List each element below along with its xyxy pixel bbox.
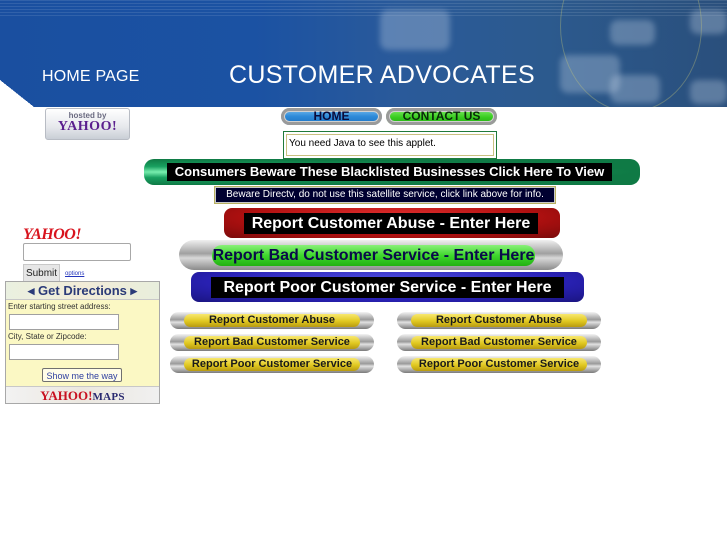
- street-address-input[interactable]: [9, 314, 119, 330]
- button-label: Report Bad Customer Service: [184, 336, 360, 349]
- blacklist-label: Consumers Beware These Blacklisted Busin…: [167, 163, 612, 181]
- city-state-zip-label: City, State or Zipcode:: [8, 332, 87, 341]
- blacklisted-businesses-banner[interactable]: Consumers Beware These Blacklisted Busin…: [144, 159, 640, 185]
- report-poor-customer-service-button-left[interactable]: Report Poor Customer Service: [170, 356, 374, 373]
- street-address-label: Enter starting street address:: [8, 302, 111, 311]
- directv-warning-notice: Beware Directv, do not use this satellit…: [214, 186, 556, 204]
- yahoo-search-input[interactable]: [23, 243, 131, 261]
- yahoo-logo: YAHOO!: [57, 119, 118, 134]
- show-me-the-way-button[interactable]: Show me the way: [42, 368, 122, 382]
- hosted-by-yahoo-badge[interactable]: hosted by YAHOO!: [45, 108, 130, 140]
- button-label: Report Poor Customer Service - Enter Her…: [211, 277, 564, 298]
- report-customer-abuse-button-left[interactable]: Report Customer Abuse: [170, 312, 374, 329]
- yahoo-maps-product: MAPS: [92, 391, 125, 403]
- button-label: Report Poor Customer Service: [411, 358, 587, 371]
- report-bad-customer-service-button-left[interactable]: Report Bad Customer Service: [170, 334, 374, 351]
- get-directions-title: ◂ Get Directions ▸: [6, 282, 159, 300]
- button-label: Report Customer Abuse: [184, 314, 360, 327]
- button-label: Report Poor Customer Service: [184, 358, 360, 371]
- yahoo-search-options-link[interactable]: options: [65, 271, 85, 277]
- header-banner: HOME PAGE CUSTOMER ADVOCATES: [0, 0, 727, 107]
- yahoo-search-logo: YAHOO!: [23, 226, 82, 243]
- report-customer-abuse-big-button[interactable]: Report Customer Abuse - Enter Here: [224, 208, 560, 238]
- applet-message: You need Java to see this applet.: [286, 134, 494, 156]
- yahoo-maps-brand: YAHOO!: [40, 388, 93, 403]
- report-poor-customer-service-big-button[interactable]: Report Poor Customer Service - Enter Her…: [191, 272, 584, 302]
- home-page-link[interactable]: HOME PAGE: [42, 68, 140, 85]
- yahoo-maps-logo[interactable]: YAHOO!MAPS: [6, 386, 159, 403]
- site-title: CUSTOMER ADVOCATES: [229, 61, 535, 89]
- report-bad-customer-service-button-right[interactable]: Report Bad Customer Service: [397, 334, 601, 351]
- report-poor-customer-service-button-right[interactable]: Report Poor Customer Service: [397, 356, 601, 373]
- button-label: Report Bad Customer Service: [411, 336, 587, 349]
- report-customer-abuse-button-right[interactable]: Report Customer Abuse: [397, 312, 601, 329]
- banner-stripes: [0, 0, 727, 18]
- get-directions-widget: ◂ Get Directions ▸ Enter starting street…: [5, 281, 160, 404]
- report-bad-customer-service-big-button[interactable]: Report Bad Customer Service - Enter Here: [179, 240, 563, 270]
- banner-decoration: [380, 10, 450, 50]
- button-label: Report Customer Abuse - Enter Here: [244, 213, 538, 234]
- yahoo-search-submit-button[interactable]: Submit: [23, 264, 60, 282]
- contact-us-button[interactable]: CONTACT US: [386, 108, 497, 125]
- city-state-zip-input[interactable]: [9, 344, 119, 360]
- banner-decoration: [690, 80, 727, 104]
- button-label: Report Bad Customer Service - Enter Here: [212, 245, 535, 266]
- banner-corner-cut: [0, 80, 34, 107]
- java-applet-box: You need Java to see this applet.: [283, 131, 497, 159]
- hosted-by-label: hosted by: [68, 111, 107, 120]
- button-label: Report Customer Abuse: [411, 314, 587, 327]
- home-button[interactable]: HOME: [281, 108, 382, 125]
